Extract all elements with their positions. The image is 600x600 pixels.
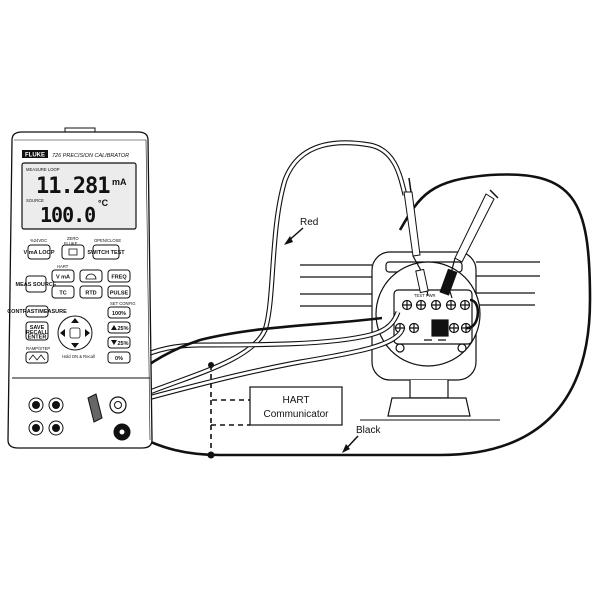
terminal-label: TEST PWR bbox=[414, 293, 436, 298]
zero-key[interactable] bbox=[61, 244, 85, 260]
pressure-key[interactable] bbox=[79, 269, 103, 283]
nav-down-icon bbox=[71, 343, 79, 348]
nav-up-icon bbox=[71, 318, 79, 323]
black-jack-plug[interactable] bbox=[113, 423, 131, 441]
svg-text:PULSE: PULSE bbox=[110, 291, 129, 297]
svg-text:ENTER: ENTER bbox=[28, 335, 47, 341]
black-wire-label: Black bbox=[356, 425, 381, 436]
black-test-probe bbox=[439, 189, 499, 299]
transmitter-neck bbox=[409, 380, 449, 399]
red-test-probe bbox=[403, 177, 429, 297]
measure-unit: mA bbox=[112, 177, 127, 187]
svg-text:CONTRAST/MEASURE: CONTRAST/MEASURE bbox=[7, 309, 67, 315]
svg-text:SAVE: SAVE bbox=[30, 325, 45, 331]
svg-text:0%: 0% bbox=[115, 356, 123, 362]
nav-left-icon bbox=[60, 329, 65, 337]
svg-text:100%: 100% bbox=[112, 311, 126, 317]
tc-key[interactable]: TC bbox=[51, 285, 75, 299]
rtd-key[interactable]: RTD bbox=[79, 285, 103, 299]
red-wire-label: Red bbox=[300, 217, 318, 228]
junction-dot-bottom bbox=[207, 451, 215, 459]
source-unit: °C bbox=[98, 198, 109, 208]
switch-test-key[interactable]: SWITCH TEST bbox=[87, 244, 125, 260]
ramp-key[interactable] bbox=[25, 351, 49, 364]
svg-text:SWITCH TEST: SWITCH TEST bbox=[87, 250, 125, 256]
svg-text:25%: 25% bbox=[117, 341, 128, 347]
svg-text:MEAS SOURCE: MEAS SOURCE bbox=[16, 282, 57, 288]
label-open-close: OPEN/CLOSE bbox=[94, 238, 121, 243]
transmitter-flange bbox=[387, 397, 471, 417]
measure-loop-label: MEASURE LOOP bbox=[26, 167, 60, 172]
meas-source-key[interactable]: MEAS SOURCE bbox=[16, 275, 57, 293]
svg-text:RECALL: RECALL bbox=[26, 330, 49, 336]
contrast-key[interactable]: CONTRAST/MEASURE bbox=[7, 305, 67, 318]
svg-text:V mA: V mA bbox=[56, 275, 70, 281]
brand-badge bbox=[22, 150, 48, 158]
pct0-key[interactable]: 0% bbox=[107, 351, 131, 364]
brand-logo: FLUKE bbox=[25, 153, 45, 159]
source-value: 100.0 bbox=[40, 203, 95, 227]
svg-text:TC: TC bbox=[59, 291, 66, 297]
lcd-display bbox=[21, 162, 137, 230]
save-recall-key[interactable]: SAVE RECALL ENTER bbox=[25, 321, 49, 341]
arrow-down-icon bbox=[111, 340, 117, 345]
svg-text:V mA LOOP: V mA LOOP bbox=[24, 250, 55, 256]
mounting-pipe-right bbox=[476, 261, 540, 277]
ramp-wave-icon bbox=[28, 354, 46, 361]
model-title: 726 PRECISION CALIBRATOR bbox=[52, 153, 129, 159]
hart-connections bbox=[210, 365, 250, 455]
pct25-up-key[interactable]: 25% bbox=[107, 321, 131, 334]
fluke-calibrator: FLUKE 726 PRECISION CALIBRATOR MEASURE L… bbox=[7, 127, 153, 449]
mounting-pipe-top bbox=[300, 264, 372, 278]
black-wire-callout: Black bbox=[342, 425, 381, 453]
label-ramp-step: RAMP/STEP bbox=[26, 346, 50, 351]
terminal-screws-top bbox=[401, 299, 471, 311]
navigation-pad[interactable] bbox=[57, 315, 93, 351]
label-hart: HART bbox=[57, 264, 69, 269]
v-ma-loop-key[interactable]: V mA LOOP bbox=[24, 244, 55, 260]
hart-box-line1: HART bbox=[282, 395, 309, 406]
label-hold: Hold ON & Recall bbox=[62, 354, 95, 359]
freq-key[interactable]: FREQ bbox=[107, 269, 131, 283]
svg-text:RTD: RTD bbox=[85, 291, 96, 297]
black-wire bbox=[94, 173, 592, 457]
measure-value: 11.281 bbox=[36, 174, 110, 199]
input-jacks[interactable] bbox=[28, 397, 64, 436]
pulse-key[interactable]: PULSE bbox=[107, 285, 131, 299]
pressure-gauge-icon bbox=[85, 273, 97, 280]
source-label: SOURCE bbox=[26, 198, 44, 203]
svg-text:25%: 25% bbox=[117, 326, 128, 332]
junction-dot-top bbox=[208, 362, 214, 368]
hart-box-line2: Communicator bbox=[263, 409, 329, 420]
hart-communicator: HART Communicator bbox=[249, 386, 343, 426]
label-zero: ZERO bbox=[67, 236, 79, 241]
v-ma-source-key[interactable]: V mA bbox=[51, 269, 75, 283]
label-24vdc: %24VDC bbox=[30, 238, 47, 243]
thermocouple-connector[interactable] bbox=[87, 393, 103, 423]
label-zero-sub: FLUKE bbox=[64, 241, 78, 246]
arrow-up-icon bbox=[111, 325, 117, 330]
red-jack-plug[interactable] bbox=[109, 396, 127, 414]
svg-text:FREQ: FREQ bbox=[111, 275, 127, 281]
zero-key-icon bbox=[68, 248, 78, 256]
pct100-key[interactable]: 100% bbox=[107, 306, 131, 319]
pct25-down-key[interactable]: 25% bbox=[107, 336, 131, 349]
red-wire-callout: Red bbox=[284, 217, 318, 245]
nav-right-icon bbox=[85, 329, 90, 337]
label-set-config: SET CONFIG bbox=[110, 301, 136, 306]
mounting-pipe-mid bbox=[300, 293, 372, 307]
